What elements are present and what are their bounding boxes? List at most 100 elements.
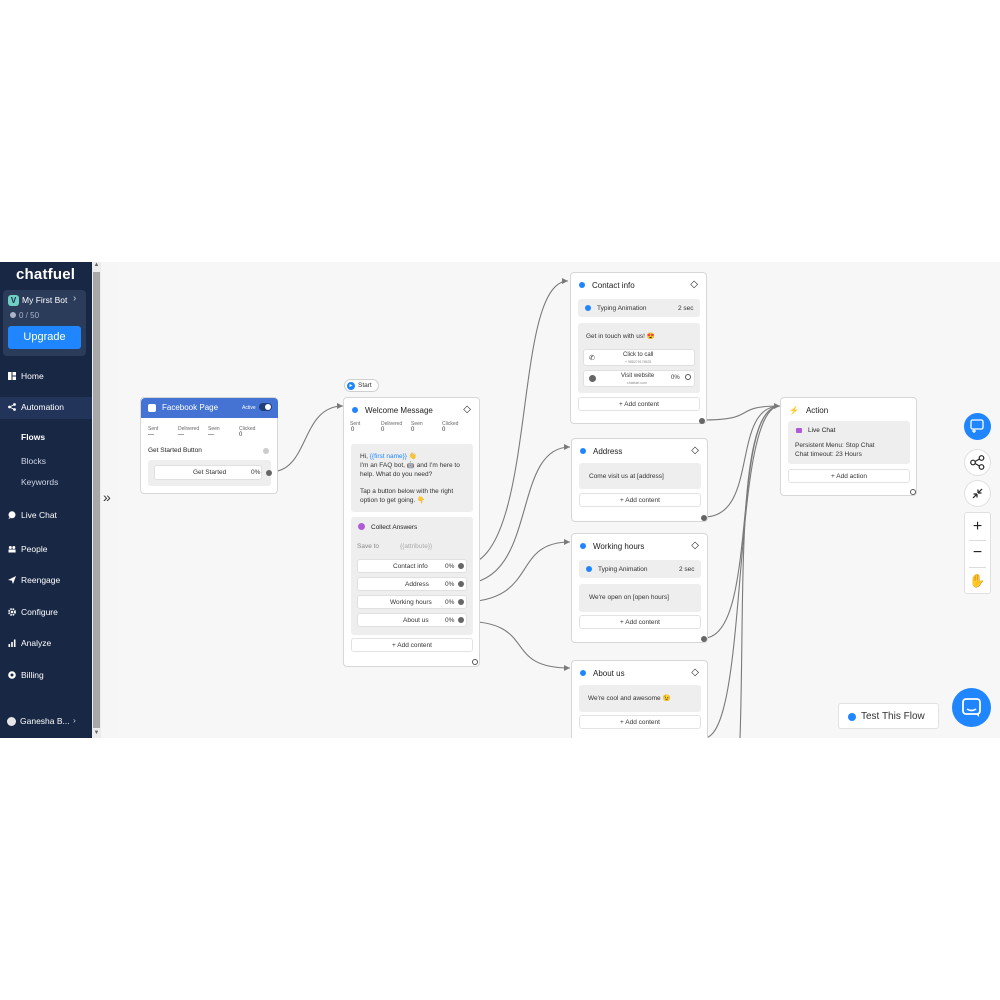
arrange-blocks-button[interactable] (964, 449, 991, 476)
text-block-icon (580, 448, 586, 454)
collect-answers-block[interactable]: Collect Answers Save to {{attribute}} Co… (351, 517, 473, 635)
output-port[interactable] (458, 563, 464, 569)
support-chat-button[interactable] (952, 688, 991, 727)
address-text: Come visit us at [address] (589, 473, 664, 480)
nav-billing[interactable]: Billing (0, 665, 92, 687)
nav-blocks[interactable]: Blocks (21, 456, 47, 466)
contact-info-card[interactable]: Contact info ◇ Typing Animation 2 sec Ge… (570, 272, 707, 424)
get-started-section-title: Get Started Button (148, 447, 202, 454)
people-icon (10, 312, 16, 318)
avatar (7, 717, 16, 726)
output-port[interactable] (458, 581, 464, 587)
live-chat-action-block[interactable]: Live Chat Persistent Menu: Stop Chat Cha… (788, 421, 910, 464)
output-port[interactable] (266, 470, 272, 476)
fit-to-screen-button[interactable] (964, 480, 991, 507)
welcome-greeting: Hi, {{first name}} 👋 (360, 452, 417, 461)
add-content-button[interactable]: + Add content (579, 615, 701, 629)
nav-analyze-label: Analyze (21, 638, 52, 648)
quick-reply-button[interactable]: Working hours 0% (357, 595, 467, 609)
typing-animation-block[interactable]: Typing Animation 2 sec (579, 560, 701, 578)
call-button[interactable]: ✆ Click to call + 988279176525 (583, 349, 695, 366)
facebook-page-card[interactable]: Facebook Page Active Sent — Delivered — … (140, 397, 278, 494)
add-block-button[interactable] (964, 413, 991, 440)
quick-reply-button[interactable]: Contact info 0% (357, 559, 467, 573)
quick-reply-pct: 0% (445, 599, 455, 606)
nav-flows[interactable]: Flows (21, 432, 46, 442)
nav-configure[interactable]: Configure (0, 602, 92, 624)
typing-icon (585, 305, 591, 311)
output-port[interactable] (472, 659, 478, 665)
stat-value: 0 (411, 427, 415, 433)
typing-animation-block[interactable]: Typing Animation 2 sec (578, 299, 700, 317)
test-flow-button[interactable]: Test This Flow (838, 703, 939, 729)
quick-reply-button[interactable]: About us 0% (357, 613, 467, 627)
get-started-label: Get Started (193, 469, 227, 476)
welcome-message-card[interactable]: Welcome Message ◇ Sent 0 Delivered 0 See… (343, 397, 480, 667)
get-started-button[interactable]: Get Started 0% (154, 465, 262, 480)
tag-icon[interactable]: ◇ (690, 279, 698, 290)
billing-icon (8, 671, 16, 679)
tag-icon[interactable]: ◇ (463, 404, 471, 415)
call-number: + 988279176525 (625, 360, 652, 364)
tag-icon[interactable]: ◇ (691, 445, 699, 456)
tag-icon[interactable]: ◇ (691, 667, 699, 678)
output-port[interactable] (701, 515, 707, 521)
collapse-icon (972, 488, 983, 499)
nav-people[interactable]: People (0, 539, 92, 561)
tag-icon[interactable]: ◇ (691, 540, 699, 551)
nav-automation[interactable]: Automation (0, 397, 92, 419)
about-title-text: About us (593, 669, 625, 678)
user-menu[interactable]: Ganesha B... › (0, 712, 92, 732)
chatfuel-logo[interactable]: chatfuel (16, 266, 76, 283)
welcome-text-bubble[interactable]: Hi, {{first name}} 👋 I'm an FAQ bot, 🤖 a… (351, 444, 473, 512)
add-content-button[interactable]: + Add content (578, 397, 700, 411)
output-port[interactable] (699, 418, 705, 424)
nav-reengage[interactable]: Reengage (0, 570, 92, 592)
greeting-emoji: 👋 (406, 453, 417, 460)
upgrade-button[interactable]: Upgrade (8, 326, 81, 349)
address-card[interactable]: Address ◇ Come visit us at [address] + A… (571, 438, 708, 522)
facebook-card-header: Facebook Page Active (141, 398, 278, 418)
zoom-in-button[interactable]: + (972, 518, 983, 535)
hand-tool-icon[interactable]: ✋ (969, 573, 986, 588)
output-port[interactable] (685, 374, 691, 380)
about-text-block[interactable]: We're cool and awesome 😉 (579, 685, 701, 712)
text-block-icon (580, 670, 586, 676)
working-hours-card[interactable]: Working hours ◇ Typing Animation 2 sec W… (571, 533, 708, 643)
output-port[interactable] (910, 489, 916, 495)
expand-sidebar-icon[interactable]: » (103, 489, 111, 505)
add-content-button[interactable]: + Add content (579, 493, 701, 507)
quick-reply-pct: 0% (445, 617, 455, 624)
add-action-button[interactable]: + Add action (788, 469, 910, 483)
nav-keywords[interactable]: Keywords (21, 477, 59, 487)
add-content-button[interactable]: + Add content (351, 638, 473, 652)
stat-value: — (178, 432, 184, 438)
start-pill[interactable]: ▸ Start (344, 379, 379, 392)
flow-canvas[interactable] (118, 262, 1000, 738)
hours-text-block[interactable]: We're open on [open hours] (579, 584, 701, 612)
nav-analyze[interactable]: Analyze (0, 633, 92, 655)
quick-reply-button[interactable]: Address 0% (357, 577, 467, 591)
collect-answers-icon (358, 523, 365, 530)
active-toggle[interactable] (259, 403, 272, 411)
action-card[interactable]: ⚡Action Live Chat Persistent Menu: Stop … (780, 397, 917, 496)
scroll-up-arrow-icon[interactable]: ▲ (93, 262, 100, 268)
add-content-button[interactable]: + Add content (579, 715, 701, 729)
nav-live-chat[interactable]: Live Chat (0, 505, 92, 527)
sidebar-scrollbar-thumb[interactable] (93, 272, 100, 728)
zoom-out-button[interactable]: − (972, 544, 983, 561)
address-text-block[interactable]: Come visit us at [address] (579, 463, 701, 489)
contact-text-block[interactable]: Get in touch with us! 😍 ✆ Click to call … (578, 323, 700, 393)
attribute-placeholder[interactable]: {{attribute}} (400, 543, 433, 550)
subscriber-count: 0 / 50 (10, 311, 39, 320)
about-us-card[interactable]: About us ◇ We're cool and awesome 😉 + Ad… (571, 660, 708, 750)
output-port[interactable] (701, 636, 707, 642)
nav-home[interactable]: Home (0, 366, 92, 388)
website-button[interactable]: Visit website chatfuel.com 0% (583, 370, 695, 387)
scroll-down-arrow-icon[interactable]: ▼ (93, 730, 100, 736)
output-port[interactable] (458, 599, 464, 605)
website-label: Visit website (621, 373, 655, 379)
address-card-title: Address (580, 447, 622, 456)
output-port[interactable] (458, 617, 464, 623)
bot-selector[interactable]: V My First Bot › 0 / 50 Upgrade (3, 290, 86, 356)
